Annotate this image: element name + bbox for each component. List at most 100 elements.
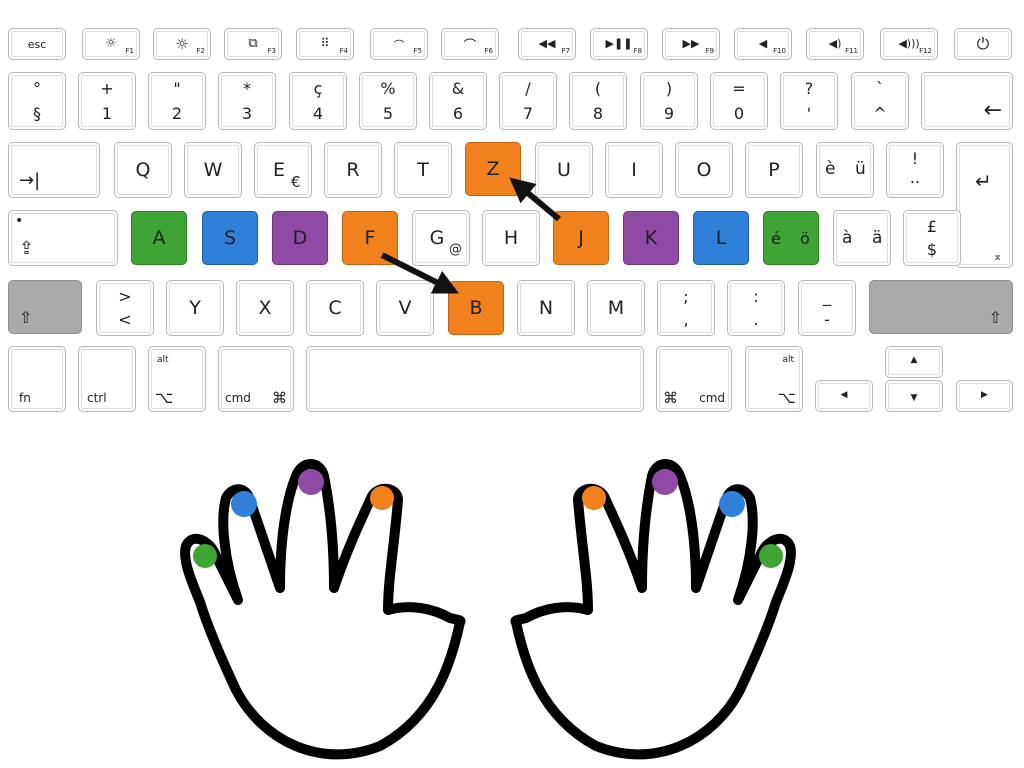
key-label: U (557, 159, 571, 181)
key-f1[interactable]: ☼ F1 (82, 28, 140, 60)
key-arrow-right[interactable]: ▶ (956, 380, 1013, 412)
key-ctrl[interactable]: ctrl (78, 346, 136, 412)
key-x[interactable]: X (236, 280, 294, 336)
key-alt-label: ä (872, 228, 883, 248)
key-f9[interactable]: ▶▶ F9 (662, 28, 720, 60)
shift-icon: ⇧ (988, 308, 1002, 327)
key-alt-right[interactable]: alt ⌥ (745, 346, 803, 412)
key-return[interactable]: ↵ ⌅ (956, 142, 1013, 268)
key-esc[interactable]: esc (8, 28, 66, 60)
key-t[interactable]: T (394, 142, 452, 198)
key-i[interactable]: I (605, 142, 663, 198)
key-label: alt (157, 355, 169, 365)
key-0[interactable]: = 0 (710, 72, 768, 130)
key-caret[interactable]: ` ^ (851, 72, 909, 130)
key-5[interactable]: % 5 (359, 72, 417, 130)
key-f5[interactable]: ⌒ F5 (370, 28, 428, 60)
key-minus[interactable]: _ - (798, 280, 856, 336)
key-backspace[interactable]: ← (921, 72, 1013, 130)
key-top-label: £ (926, 217, 938, 236)
key-r[interactable]: R (324, 142, 382, 198)
key-label: F8 (633, 47, 642, 55)
key-tab[interactable]: →| (8, 142, 100, 198)
key-9[interactable]: ) 9 (640, 72, 698, 130)
key-cmd-right[interactable]: ⌘ cmd (656, 346, 732, 412)
key-arrow-left[interactable]: ◀ (815, 380, 873, 412)
key-c[interactable]: C (306, 280, 364, 336)
key-shift-right[interactable]: ⇧ (869, 280, 1013, 334)
key-angle-brackets[interactable]: > < (96, 280, 154, 336)
key-label: F1 (125, 47, 134, 55)
key-3[interactable]: * 3 (218, 72, 276, 130)
key-y[interactable]: Y (166, 280, 224, 336)
key-semicolon[interactable]: ; , (657, 280, 715, 336)
key-bottom-label: 6 (452, 104, 464, 123)
key-label: F3 (267, 47, 276, 55)
key-space[interactable] (306, 346, 644, 412)
key-u[interactable]: U (535, 142, 593, 198)
key-label: cmd (225, 391, 251, 405)
key-pound[interactable]: £ $ (903, 210, 961, 266)
key-2[interactable]: " 2 (148, 72, 206, 130)
key-top-label: ( (594, 79, 602, 98)
key-l-ring-right[interactable]: L (693, 211, 749, 265)
key-f8[interactable]: ▶❚❚ F8 (590, 28, 648, 60)
key-cmd-left[interactable]: cmd ⌘ (218, 346, 294, 412)
key-e-acute-pinky-right[interactable]: é ö (763, 211, 819, 265)
key-e[interactable]: E € (254, 142, 312, 198)
key-section[interactable]: ° § (8, 72, 66, 130)
play-pause-icon: ▶❚❚ (605, 37, 633, 50)
key-a-pinky-left[interactable]: A (131, 211, 187, 265)
key-n[interactable]: N (517, 280, 575, 336)
key-v[interactable]: V (376, 280, 434, 336)
key-w[interactable]: W (184, 142, 242, 198)
key-f7[interactable]: ◀◀ F7 (518, 28, 576, 60)
key-label: O (696, 159, 712, 181)
key-4[interactable]: ç 4 (289, 72, 347, 130)
key-a-grave[interactable]: à ä (833, 210, 891, 266)
key-h[interactable]: H (482, 210, 540, 266)
key-s-ring-left[interactable]: S (202, 211, 258, 265)
key-f4[interactable]: ⠿ F4 (296, 28, 354, 60)
key-1[interactable]: + 1 (78, 72, 136, 130)
key-top-label: : (753, 287, 759, 306)
brightness-down-icon: ☼ (105, 36, 117, 51)
key-f10[interactable]: ◀ F10 (734, 28, 792, 60)
key-label: E (272, 159, 285, 181)
key-d-middle-left[interactable]: D (272, 211, 328, 265)
key-m[interactable]: M (587, 280, 645, 336)
key-caps-lock[interactable]: • ⇪ (8, 210, 118, 266)
key-label: F7 (561, 47, 570, 55)
key-label: à (842, 228, 853, 248)
key-label: P (768, 159, 780, 181)
key-arrow-up[interactable]: ▲ (885, 346, 943, 378)
key-power[interactable]: ⏻ (954, 28, 1012, 60)
key-exclamation[interactable]: ! .. (886, 142, 944, 198)
key-shift-left[interactable]: ⇧ (8, 280, 82, 334)
key-apostrophe[interactable]: ? ' (780, 72, 838, 130)
key-p[interactable]: P (745, 142, 803, 198)
key-f11[interactable]: ◀) F11 (806, 28, 864, 60)
key-label: M (607, 297, 625, 319)
key-f6[interactable]: ⌒ F6 (441, 28, 499, 60)
key-6[interactable]: & 6 (429, 72, 487, 130)
key-fn[interactable]: fn (8, 346, 66, 412)
key-7[interactable]: / 7 (499, 72, 557, 130)
key-arrow-down[interactable]: ▼ (885, 380, 943, 412)
key-f3[interactable]: ⧉ F3 (224, 28, 282, 60)
key-j-index-right[interactable]: J (553, 211, 609, 265)
key-o[interactable]: O (675, 142, 733, 198)
key-8[interactable]: ( 8 (569, 72, 627, 130)
key-q[interactable]: Q (114, 142, 172, 198)
key-top-label: > (118, 287, 132, 306)
key-f12[interactable]: ◀))) F12 (880, 28, 938, 60)
key-alt-left[interactable]: alt ⌥ (148, 346, 206, 412)
left-hand-outline (180, 459, 466, 760)
key-g[interactable]: G @ (412, 210, 470, 266)
key-k-middle-right[interactable]: K (623, 211, 679, 265)
key-top-label: / (525, 79, 531, 98)
key-f2[interactable]: ☼ F2 (153, 28, 211, 60)
key-e-grave[interactable]: è ü (816, 142, 874, 198)
key-colon[interactable]: : . (727, 280, 785, 336)
key-bottom-label: .. (909, 168, 921, 187)
